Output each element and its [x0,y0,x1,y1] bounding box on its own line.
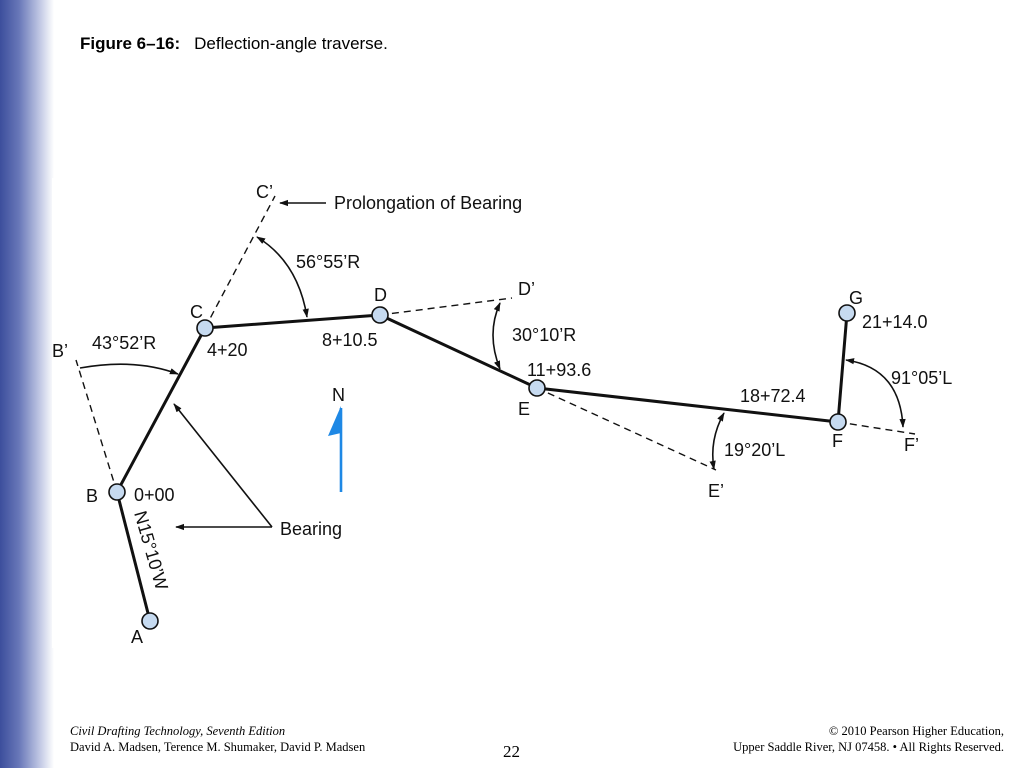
course-ef [535,386,840,424]
course-ab [115,490,152,623]
prolongation-of-bearing-label: Prolongation of Bearing [334,193,522,213]
angle-arc-d [492,302,501,370]
station-marker-c [196,319,214,337]
angle-label-e: 19°20’L [724,440,785,460]
point-label-e: E [518,399,530,419]
point-label-f-prime: F’ [904,435,919,455]
point-label-d: D [374,285,387,305]
footer-left: Civil Drafting Technology, Seventh Editi… [70,723,365,755]
angle-arc-c [256,236,309,318]
callout-arrows [173,199,326,531]
footer-right: © 2010 Pearson Higher Education, Upper S… [733,723,1004,755]
station-marker-a [141,612,159,630]
angle-label-d: 30°10’R [512,325,576,345]
traverse-courses [115,311,849,623]
point-label-c-prime: C’ [256,182,273,202]
point-label-a: A [131,627,143,647]
prolongation-lines [75,195,916,493]
traverse-diagram-area: N A B C D E F G B’ C’ D’ E’ F’ 0+00 4+20… [52,178,1024,648]
prolongation-line-b [75,359,118,493]
slide-title: Figure 6–16: Deflection-angle traverse. [80,34,388,54]
copyright: © 2010 Pearson Higher Education, [828,724,1004,738]
prolongation-line-e [536,387,717,471]
station-marker-d [371,306,389,324]
page-number: 22 [503,742,520,761]
prolongation-line-c [204,195,276,329]
north-arrow-icon [328,406,343,492]
slide-side-band [0,0,54,768]
bearing-label: Bearing [280,519,342,539]
publisher-address: Upper Saddle River, NJ 07458. • All Righ… [733,740,1004,754]
point-label-b: B [86,486,98,506]
traverse-diagram: N A B C D E F G B’ C’ D’ E’ F’ 0+00 4+20… [52,182,952,647]
authors: David A. Madsen, Terence M. Shumaker, Da… [70,740,366,754]
angle-arcs [79,236,906,470]
station-marker-b [108,483,126,501]
angle-arc-f [845,358,906,428]
point-label-b-prime: B’ [52,341,68,361]
station-marker-f [829,413,847,431]
angle-label-f: 91°05’L [891,368,952,388]
figure-number: Figure 6–16: [80,34,181,53]
prolongation-line-d [379,297,513,316]
station-label-d: 8+10.5 [322,330,378,350]
angle-arc-b [79,363,179,375]
station-label-e: 11+93.6 [527,360,591,380]
point-label-c: C [190,302,203,322]
course-bc [115,326,207,494]
figure-caption: Deflection-angle traverse. [194,34,388,53]
book-title: Civil Drafting Technology, Seventh Editi… [70,724,286,738]
angle-label-b: 43°52’R [92,333,156,353]
station-markers [108,304,856,630]
course-de [378,313,539,390]
point-label-e-prime: E’ [708,481,724,501]
angle-label-c: 56°55’R [296,252,360,272]
angle-arc-e [709,412,725,470]
point-label-d-prime: D’ [518,279,535,299]
point-label-g: G [849,288,863,308]
course-fg [836,311,849,424]
station-marker-e [528,379,546,397]
point-label-f: F [832,431,843,451]
station-label-c: 4+20 [207,340,248,360]
station-label-b: 0+00 [134,485,175,505]
course-cd [203,313,382,330]
bearing-label-ab: N15°10’W [130,509,172,593]
station-marker-g [838,304,856,322]
north-label: N [332,385,345,405]
station-label-g: 21+14.0 [862,312,928,332]
bearing-callout-arrow-bc [173,403,273,528]
station-label-f: 18+72.4 [740,386,806,406]
